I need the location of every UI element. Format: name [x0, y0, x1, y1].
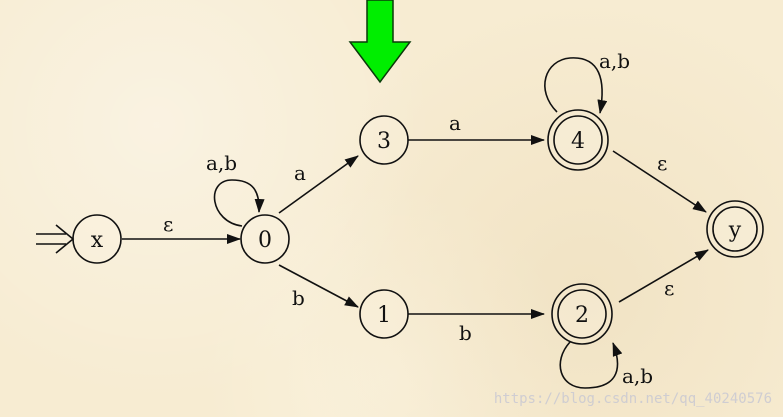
node-2-label: 2	[575, 303, 589, 328]
edge-label-loop-2: a,b	[622, 364, 653, 388]
edge-label-1-2: b	[459, 321, 472, 345]
node-y: y	[706, 200, 764, 258]
edge-label-4-y: ε	[657, 151, 667, 175]
edge-0-3	[278, 155, 359, 214]
edge-label-x-0: ε	[163, 212, 173, 236]
node-4: 4	[547, 109, 609, 171]
node-0-label: 0	[258, 228, 272, 253]
edge-label-loop-0: a,b	[206, 151, 237, 175]
green-down-arrow-icon	[348, 0, 412, 84]
loop-2	[559, 341, 623, 389]
start-marker-icon	[36, 224, 75, 254]
node-3-label: 3	[377, 129, 391, 154]
edge-2-y	[618, 249, 709, 303]
node-2: 2	[551, 283, 613, 345]
loop-0	[213, 179, 265, 227]
edge-label-3-4: a	[449, 111, 461, 135]
watermark-text: https://blog.csdn.net/qq_40240576	[494, 391, 772, 407]
edge-0-1	[278, 264, 359, 308]
node-1: 1	[359, 289, 409, 339]
node-x-label: x	[91, 228, 104, 253]
edge-4-y	[612, 150, 707, 213]
node-1-label: 1	[377, 303, 391, 328]
loop-4	[544, 57, 608, 114]
node-0: 0	[240, 214, 290, 264]
edge-label-0-3: a	[294, 161, 306, 185]
edge-label-2-y: ε	[664, 276, 674, 300]
node-3: 3	[359, 115, 409, 165]
edge-label-0-1: b	[292, 286, 305, 310]
edge-label-loop-4: a,b	[599, 49, 630, 73]
node-4-label: 4	[571, 129, 585, 154]
node-y-label: y	[728, 218, 742, 243]
node-x: x	[72, 214, 122, 264]
